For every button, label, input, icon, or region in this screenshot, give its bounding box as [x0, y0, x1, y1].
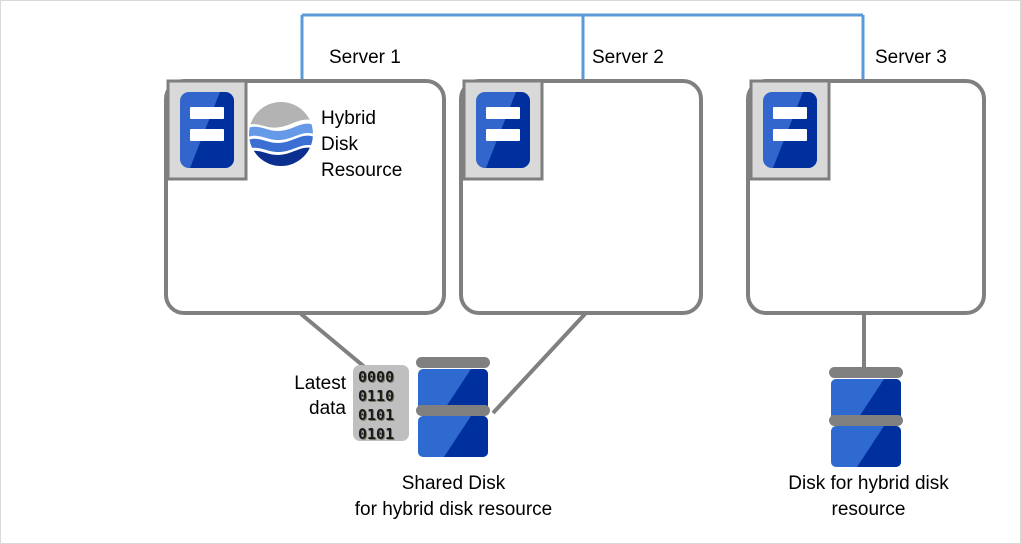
- latest-data-label: Latest data: [294, 373, 346, 419]
- server-icon-2: [462, 79, 544, 181]
- server-icon-1: [166, 79, 248, 181]
- local-disk-stack-icon: [829, 367, 903, 467]
- latest-data-badge-icon: [353, 365, 409, 441]
- binary-row-2: 0110: [358, 387, 395, 405]
- latest-data-binary: 0000 0110 0101 0101: [358, 368, 406, 444]
- interconnect-network-line: [300, 13, 865, 83]
- shared-disk-caption: Shared Disk for hybrid disk resource: [354, 473, 553, 520]
- server-icon-3: [749, 79, 831, 181]
- hybrid-disk-resource-label-line2: Disk: [321, 134, 358, 155]
- binary-row-3: 0101: [358, 406, 395, 424]
- server-label-3: Server 3: [875, 47, 947, 68]
- shared-disk-stack-icon: [416, 357, 490, 457]
- hybrid-disk-resource-label-line3: Resource: [321, 160, 403, 181]
- server-label-1: Server 1: [329, 47, 401, 68]
- binary-row-4: 0101: [358, 425, 395, 443]
- hybrid-disk-resource-label-line1: Hybrid: [321, 108, 376, 129]
- local-disk-caption: Disk for hybrid disk resource: [788, 473, 949, 520]
- binary-row-1: 0000: [358, 368, 395, 386]
- server-label-2: Server 2: [592, 47, 664, 68]
- hybrid-disk-globe-icon: [249, 102, 313, 166]
